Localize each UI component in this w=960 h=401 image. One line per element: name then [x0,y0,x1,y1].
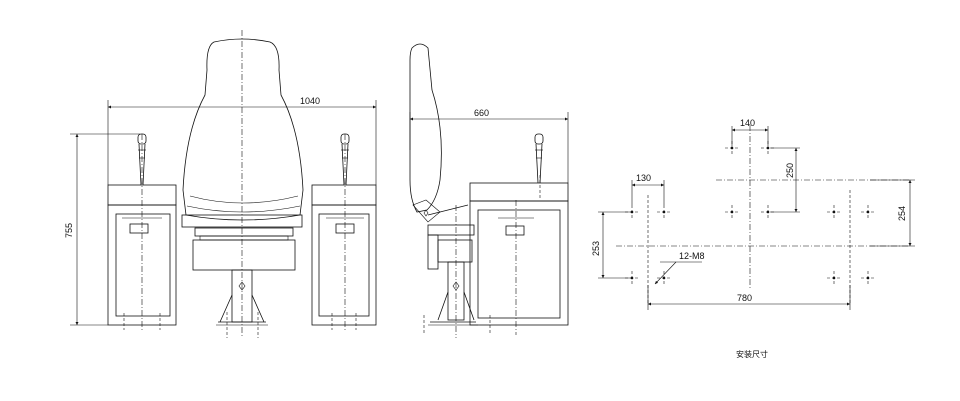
right-console [311,133,377,330]
front-view: 1040 755 [64,30,377,338]
dim-height-755: 755 [64,223,74,238]
dim-140: 140 [740,118,755,128]
mounting-hole [827,271,841,285]
dim-250: 250 [785,163,795,178]
mounting-hole [725,205,739,219]
mounting-hole [827,205,841,219]
dim-253: 253 [591,241,601,256]
dim-depth-660: 660 [474,108,489,118]
install-caption: 安装尺寸 [736,349,768,359]
dim-254: 254 [897,206,907,221]
mounting-hole [861,205,875,219]
dim-130: 130 [636,173,651,183]
mounting-hole [861,271,875,285]
left-console [107,133,177,330]
dim-780: 780 [737,293,752,303]
mounting-hole [657,271,671,285]
side-view: 660 [409,43,569,338]
install-plan: 140 250 130 254 253 12-M8 780 安装尺寸 [591,118,915,359]
mounting-hole [657,205,671,219]
seat-backrest [182,38,304,221]
side-backrest [409,43,442,213]
hole-spec-label: 12-M8 [679,251,705,261]
dim-width-1040: 1040 [300,96,320,106]
